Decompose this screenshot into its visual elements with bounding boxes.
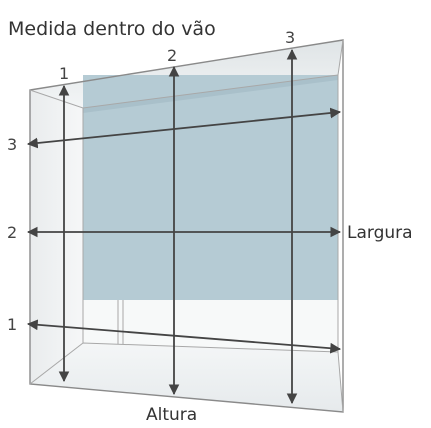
height-measure-label-1: 1 bbox=[59, 64, 69, 83]
recess-inner-edge bbox=[337, 39, 344, 76]
height-label: Altura bbox=[146, 405, 197, 425]
blind-top-edge bbox=[83, 75, 338, 113]
width-measure-label-3: 3 bbox=[7, 135, 17, 154]
recess-inner-edge bbox=[337, 351, 344, 413]
diagram-title: Medida dentro do vão bbox=[8, 18, 216, 40]
width-measure-arrow-1 bbox=[26, 319, 342, 354]
recess-floor bbox=[30, 343, 343, 412]
height-measure-label-2: 2 bbox=[167, 46, 177, 65]
width-measure-label-2: 2 bbox=[7, 223, 17, 242]
roller-blind bbox=[83, 75, 338, 300]
width-label: Largura bbox=[347, 223, 413, 243]
width-measure-arrow-3 bbox=[26, 107, 342, 149]
recess-left-wall bbox=[30, 90, 83, 384]
height-measure-label-3: 3 bbox=[285, 28, 295, 47]
width-measure-label-1: 1 bbox=[7, 315, 17, 334]
